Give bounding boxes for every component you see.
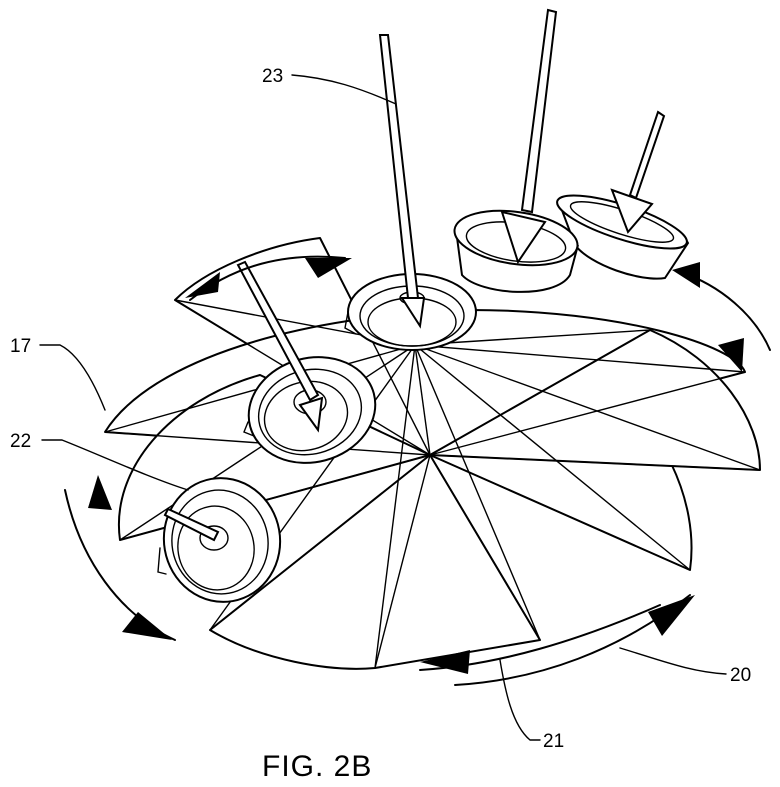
leader-17 bbox=[39, 344, 106, 411]
plane-bottom-sweep bbox=[209, 454, 541, 670]
figure-caption: FIG. 2B bbox=[262, 750, 372, 783]
leader-lines bbox=[39, 74, 727, 741]
transducer-lower-left bbox=[157, 477, 282, 603]
leader-20 bbox=[619, 647, 727, 675]
label-23: 23 bbox=[262, 66, 283, 87]
transducer-center bbox=[344, 34, 477, 351]
plane-right-flat bbox=[429, 329, 761, 471]
transducer-left-middle bbox=[236, 260, 377, 464]
leader-23 bbox=[291, 74, 397, 105]
label-21: 21 bbox=[543, 731, 564, 752]
leader-22 bbox=[41, 439, 189, 491]
label-22: 22 bbox=[10, 431, 31, 452]
rotation-arrows bbox=[64, 255, 771, 686]
label-17: 17 bbox=[10, 336, 31, 357]
transducer-upper-right bbox=[453, 8, 579, 293]
transducer-far-right bbox=[556, 110, 690, 280]
label-20: 20 bbox=[730, 665, 751, 686]
leader-21 bbox=[499, 659, 541, 741]
